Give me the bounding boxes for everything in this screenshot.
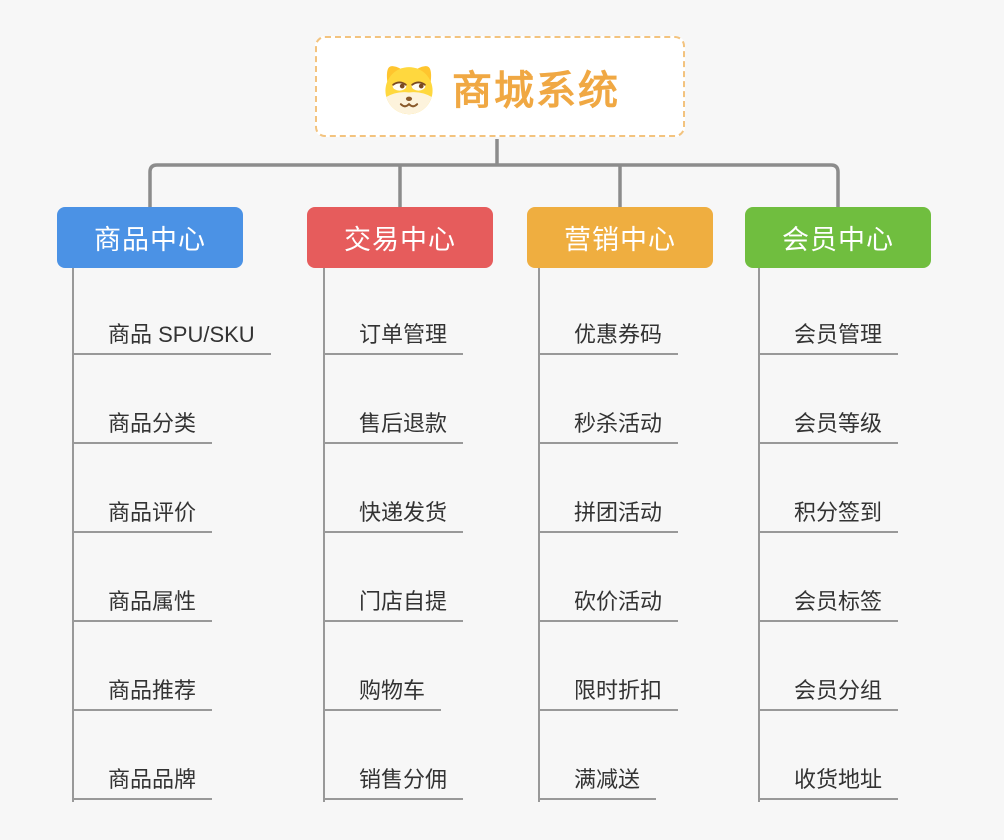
leaf-member-group[interactable]: 会员分组 — [758, 675, 899, 711]
trunk-line-product-center — [72, 268, 74, 802]
leaf-shipping-address[interactable]: 收货地址 — [758, 764, 899, 800]
leaf-sales-commission[interactable]: 销售分佣 — [323, 764, 464, 800]
leaf-flash-sale[interactable]: 秒杀活动 — [538, 408, 679, 444]
branch-node-trade-center[interactable]: 交易中心 — [307, 207, 493, 268]
leaf-bargain-activity[interactable]: 砍价活动 — [538, 586, 679, 622]
leaf-product-recommend[interactable]: 商品推荐 — [72, 675, 213, 711]
leaf-member-tag[interactable]: 会员标签 — [758, 586, 899, 622]
leaf-full-reduction[interactable]: 满减送 — [538, 764, 657, 800]
leaf-product-brand[interactable]: 商品品牌 — [72, 764, 213, 800]
leaf-member-management[interactable]: 会员管理 — [758, 319, 899, 355]
leaf-after-sale-refund[interactable]: 售后退款 — [323, 408, 464, 444]
leaf-product-category[interactable]: 商品分类 — [72, 408, 213, 444]
root-node[interactable]: 商城系统 — [315, 36, 685, 137]
trunk-line-marketing-center — [538, 268, 540, 802]
leaf-product-attribute[interactable]: 商品属性 — [72, 586, 213, 622]
branch-node-member-center[interactable]: 会员中心 — [745, 207, 931, 268]
branch-node-product-center[interactable]: 商品中心 — [57, 207, 243, 268]
leaf-member-level[interactable]: 会员等级 — [758, 408, 899, 444]
root-title: 商城系统 — [452, 68, 620, 113]
leaf-express-delivery[interactable]: 快递发货 — [323, 497, 464, 533]
leaf-points-checkin[interactable]: 积分签到 — [758, 497, 899, 533]
leaf-product-spu-sku[interactable]: 商品 SPU/SKU — [72, 319, 271, 355]
leaf-order-management[interactable]: 订单管理 — [323, 319, 464, 355]
leaf-group-buy[interactable]: 拼团活动 — [538, 497, 679, 533]
leaf-limited-time-discount[interactable]: 限时折扣 — [538, 675, 679, 711]
trunk-line-trade-center — [323, 268, 325, 802]
leaf-shopping-cart[interactable]: 购物车 — [323, 675, 442, 711]
branch-rail-line — [148, 163, 840, 208]
branch-node-marketing-center[interactable]: 营销中心 — [527, 207, 713, 268]
leaf-product-review[interactable]: 商品评价 — [72, 497, 213, 533]
shiba-dog-icon — [380, 58, 438, 116]
trunk-line-member-center — [758, 268, 760, 802]
leaf-coupon-code[interactable]: 优惠券码 — [538, 319, 679, 355]
leaf-store-pickup[interactable]: 门店自提 — [323, 586, 464, 622]
